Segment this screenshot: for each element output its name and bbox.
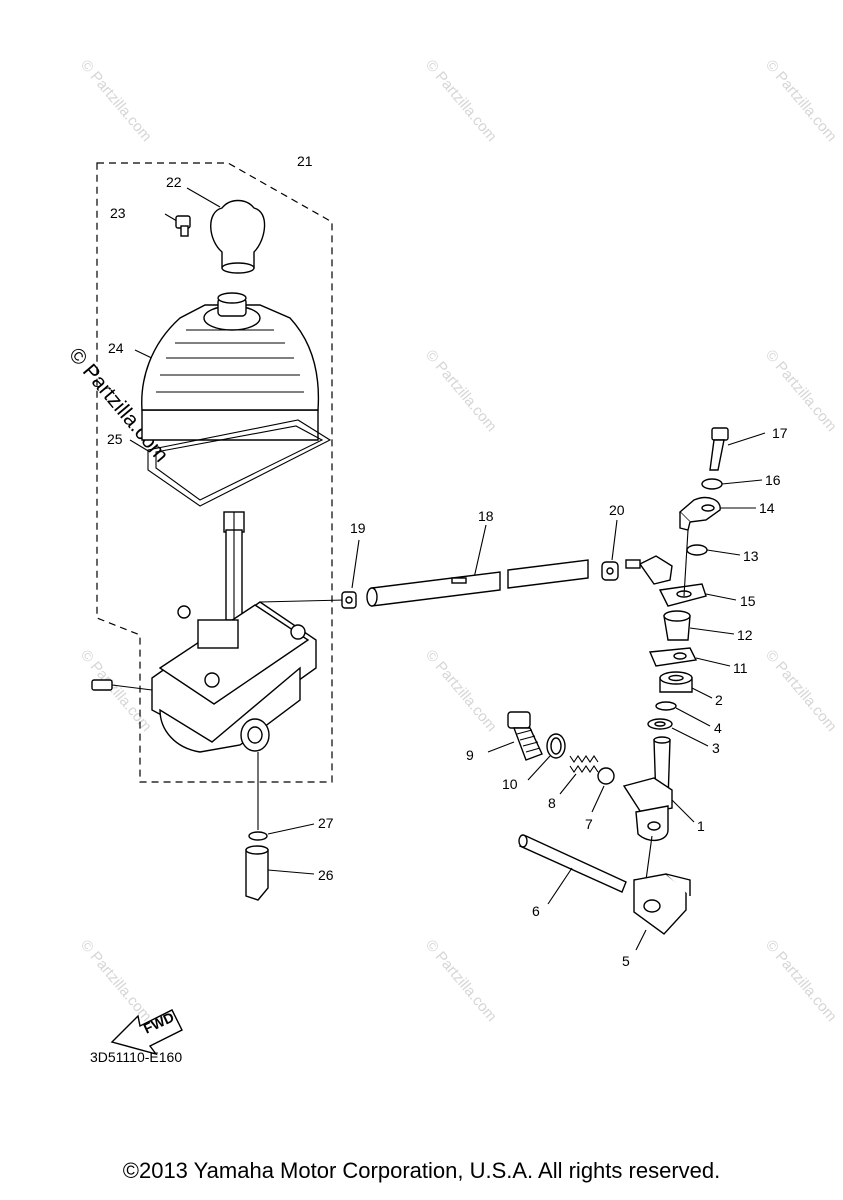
part-26-pin <box>245 845 315 901</box>
part-18-rod <box>366 524 589 607</box>
callout-10: 10 <box>502 776 518 792</box>
part-11-stopper <box>648 647 731 667</box>
watermark: © Partzilla.com <box>422 347 500 435</box>
callout-7: 7 <box>585 816 593 832</box>
part-6-guide-bar <box>518 834 627 905</box>
part-23-screw <box>164 213 191 237</box>
part-housing <box>91 599 346 753</box>
part-10-gasket <box>527 733 566 781</box>
watermark: © Partzilla.com <box>762 57 840 145</box>
watermark: © Partzilla.com <box>762 347 840 435</box>
callout-8: 8 <box>548 795 556 811</box>
callout-5: 5 <box>622 953 630 969</box>
watermarks: © Partzilla.com © Partzilla.com © Partzi… <box>64 57 840 1025</box>
part-12-collar <box>663 610 735 641</box>
part-2-oil-seal <box>659 671 713 699</box>
callout-20: 20 <box>609 502 625 518</box>
callout-11: 11 <box>733 660 748 676</box>
callouts: 1 2 3 4 5 6 7 8 9 10 11 12 13 14 15 16 1… <box>107 153 788 969</box>
part-22-knob <box>186 187 266 274</box>
part-17-bolt <box>709 427 766 471</box>
callout-3: 3 <box>712 740 720 756</box>
watermark: © Partzilla.com <box>422 647 500 735</box>
callout-9: 9 <box>466 747 474 763</box>
part-13-washer <box>686 544 741 556</box>
callout-6: 6 <box>532 903 540 919</box>
part-9-plug <box>487 711 543 761</box>
watermark: © Partzilla.com <box>422 937 500 1025</box>
parts-diagram: © Partzilla.com © Partzilla.com © Partzi… <box>64 57 840 1065</box>
callout-17: 17 <box>772 425 788 441</box>
callout-23: 23 <box>110 205 126 221</box>
callout-1: 1 <box>697 818 705 834</box>
part-27-circlip <box>248 752 315 841</box>
callout-19: 19 <box>350 520 366 536</box>
assembly-outline <box>96 162 333 783</box>
part-24-boot <box>134 292 320 441</box>
callout-26: 26 <box>318 867 334 883</box>
callout-24: 24 <box>108 340 124 356</box>
shift-lever <box>223 511 245 621</box>
part-19-nut <box>341 539 360 609</box>
part-14-bracket <box>678 496 756 531</box>
callout-4: 4 <box>714 720 722 736</box>
watermark: © Partzilla.com <box>77 647 155 735</box>
callout-13: 13 <box>743 548 759 564</box>
watermark: © Partzilla.com <box>762 937 840 1025</box>
callout-14: 14 <box>759 500 775 516</box>
copyright-footer: ©2013 Yamaha Motor Corporation, U.S.A. A… <box>122 1158 721 1183</box>
part-3-washer <box>647 718 709 747</box>
callout-25: 25 <box>107 431 123 447</box>
callout-22: 22 <box>166 174 182 190</box>
part-1-shift-shaft <box>622 736 695 881</box>
callout-12: 12 <box>737 627 753 643</box>
watermark: © Partzilla.com <box>77 937 155 1025</box>
part-7-ball <box>591 767 615 813</box>
callout-27: 27 <box>318 815 334 831</box>
callout-16: 16 <box>765 472 781 488</box>
watermark: © Partzilla.com <box>422 57 500 145</box>
callout-15: 15 <box>740 593 756 609</box>
part-8-spring <box>559 755 599 795</box>
callout-21: 21 <box>297 153 313 169</box>
callout-2: 2 <box>715 692 723 708</box>
part-25-gasket <box>129 419 332 507</box>
part-16-washer <box>701 478 763 490</box>
part-5-shift-fork <box>633 873 691 951</box>
callout-18: 18 <box>478 508 494 524</box>
part-20-nut <box>601 519 619 581</box>
part-4-circlip <box>655 701 711 727</box>
watermark: © Partzilla.com <box>77 57 155 145</box>
diagram-code: 3D51110-E160 <box>90 1049 182 1065</box>
part-15-arm <box>625 529 737 607</box>
watermark: © Partzilla.com <box>762 647 840 735</box>
